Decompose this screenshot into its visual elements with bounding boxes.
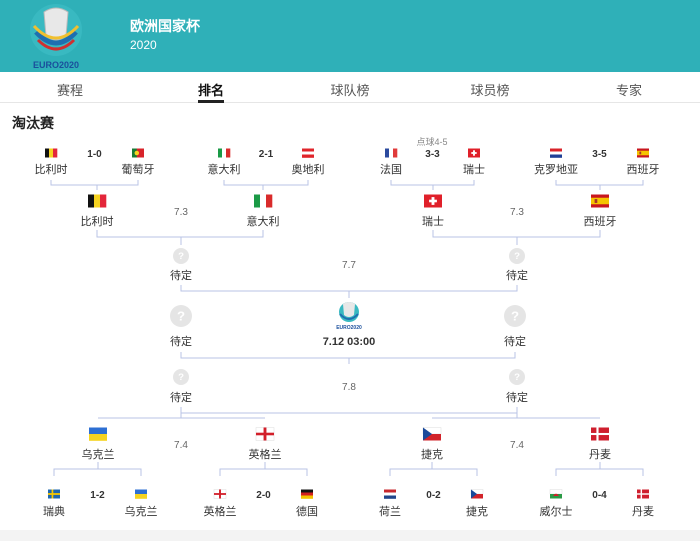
portugal-flag [132, 148, 144, 158]
pending-icon: ? [173, 369, 189, 385]
ukraine-flag [135, 489, 147, 499]
svg-text:?: ? [178, 251, 184, 262]
svg-text:?: ? [177, 308, 185, 323]
italy-flag [218, 148, 231, 158]
belgium-flag [88, 194, 107, 208]
team-name: 英格兰 [204, 504, 237, 518]
ukraine-flag [89, 427, 107, 441]
pending-label: 待定 [170, 334, 192, 348]
switzerland-flag [424, 194, 442, 208]
team-name: 克罗地亚 [534, 163, 578, 176]
svg-text:?: ? [511, 308, 519, 323]
switzerland-flag [468, 148, 480, 158]
france-flag [385, 148, 398, 158]
team-name: 瑞典 [43, 504, 65, 518]
penalty-note: 点球4-5 [416, 136, 447, 147]
euro2020-final-logo: EURO2020 [336, 302, 362, 331]
team-name: 奥地利 [292, 162, 325, 176]
team-name: 比利时 [81, 215, 114, 228]
match-date: 7.3 [510, 207, 524, 218]
match-score: 0-4 [592, 490, 607, 501]
match-date: 7.3 [174, 207, 188, 218]
czech-flag [422, 427, 442, 441]
match-score: 0-2 [426, 490, 441, 501]
euro2020-logo: EURO2020 [30, 4, 82, 70]
match-score: 1-0 [87, 149, 102, 160]
pending-icon: ? [170, 305, 192, 327]
team-name: 丹麦 [632, 505, 654, 518]
pending-icon: ? [509, 248, 525, 264]
match-score: 2-1 [259, 149, 274, 160]
team-name: 丹麦 [589, 448, 611, 461]
team-name: 西班牙 [584, 215, 617, 228]
pending-icon: ? [509, 369, 525, 385]
tab-bar: 赛程 排名 球队榜 球员榜 专家 [0, 72, 700, 103]
team-name: 瑞士 [463, 162, 485, 176]
pending-label: 待定 [170, 268, 192, 282]
pending-label: 待定 [506, 390, 528, 404]
team-name: 西班牙 [627, 163, 660, 176]
team-name: 捷克 [421, 447, 443, 461]
pending-label: 待定 [170, 390, 192, 404]
team-name: 威尔士 [540, 505, 573, 518]
bottom-strip [0, 530, 700, 541]
belgium-flag [45, 148, 58, 158]
team-name: 比利时 [35, 163, 68, 176]
svg-text:?: ? [178, 372, 184, 383]
pending-label: 待定 [506, 268, 528, 282]
team-name: 捷克 [466, 504, 488, 518]
svg-text:EURO2020: EURO2020 [33, 60, 79, 70]
team-name: 瑞士 [422, 214, 444, 228]
denmark-flag [591, 427, 609, 441]
match-score: 3-3 [425, 149, 440, 160]
section-title: 淘汰赛 [12, 115, 54, 131]
match-score: 2-0 [256, 490, 271, 501]
spain-flag [637, 148, 649, 158]
page-title: 欧洲国家杯 [130, 18, 200, 34]
tab-experts[interactable]: 专家 [615, 83, 643, 98]
header-banner: EURO2020 欧洲国家杯 2020 [0, 0, 700, 72]
pending-icon: ? [173, 248, 189, 264]
match-date: 7.7 [342, 260, 356, 271]
england-flag [255, 427, 275, 441]
team-name: 乌克兰 [125, 504, 158, 518]
svg-text:?: ? [514, 372, 520, 383]
team-name: 意大利 [208, 162, 241, 176]
pending-icon: ? [504, 305, 526, 327]
germany-flag [301, 489, 313, 499]
match-score: 1-2 [90, 490, 105, 501]
czech-flag [470, 489, 484, 499]
match-score: 3-5 [592, 149, 607, 160]
tab-player-stats[interactable]: 球员榜 [470, 83, 510, 98]
sweden-flag [48, 489, 60, 499]
match-date: 7.4 [510, 440, 524, 451]
denmark-flag [637, 489, 649, 499]
pending-label: 待定 [504, 334, 526, 348]
team-name: 意大利 [247, 214, 280, 228]
team-name: 法国 [380, 162, 402, 176]
wales-flag [549, 489, 563, 499]
match-date: 7.8 [342, 382, 356, 393]
svg-text:?: ? [514, 251, 520, 262]
austria-flag [302, 148, 314, 158]
svg-text:EURO2020: EURO2020 [336, 325, 362, 331]
team-name: 英格兰 [249, 447, 282, 461]
tab-ranking[interactable]: 排名 [197, 83, 225, 98]
netherlands-flag [384, 489, 396, 499]
team-name: 乌克兰 [82, 447, 115, 461]
team-name: 葡萄牙 [122, 163, 155, 176]
team-name: 荷兰 [379, 505, 401, 518]
match-date: 7.4 [174, 440, 188, 451]
tab-schedule[interactable]: 赛程 [56, 83, 84, 98]
spain-flag [591, 194, 609, 208]
page-subtitle-year: 2020 [130, 38, 157, 52]
team-name: 德国 [296, 504, 318, 518]
england-flag [213, 489, 227, 499]
final-time: 7.12 03:00 [323, 336, 376, 348]
croatia-flag [550, 148, 562, 158]
active-tab-indicator [198, 100, 224, 103]
tab-team-stats[interactable]: 球队榜 [330, 83, 370, 98]
italy-flag [254, 194, 273, 208]
